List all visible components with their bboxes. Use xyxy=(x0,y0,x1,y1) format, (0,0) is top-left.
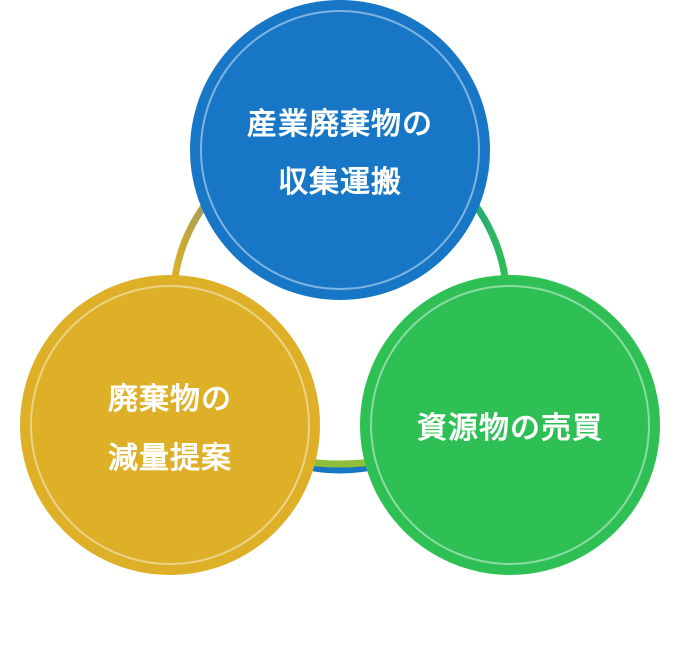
node-right: 資源物の売買 xyxy=(360,275,660,575)
node-left-line-2: 減量提案 xyxy=(108,441,232,476)
node-top-line-1: 産業廃棄物の xyxy=(247,107,433,142)
node-top-line-2: 収集運搬 xyxy=(278,165,402,200)
node-top: 産業廃棄物の 収集運搬 xyxy=(190,0,490,300)
node-left-line-1: 廃棄物の xyxy=(108,382,232,417)
node-left: 廃棄物の 減量提案 xyxy=(20,275,320,575)
node-right-line-1: 資源物の売買 xyxy=(417,411,603,446)
